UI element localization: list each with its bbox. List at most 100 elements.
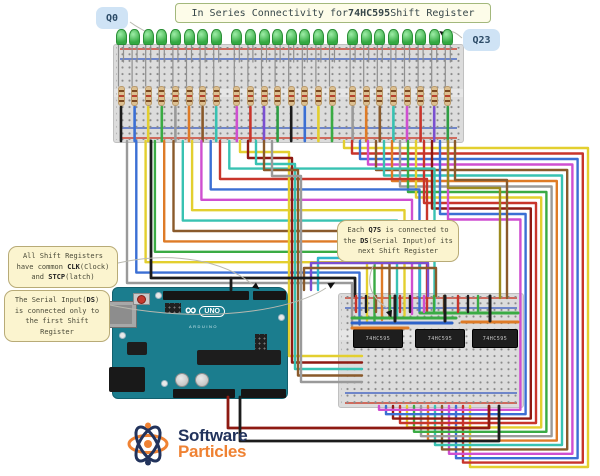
logo-word-particles: Particles (178, 442, 247, 461)
resistor (328, 86, 336, 106)
led (360, 29, 372, 45)
led (231, 29, 243, 45)
resistor (274, 86, 282, 106)
led (374, 29, 386, 45)
resistor (349, 86, 357, 106)
resistor (260, 86, 268, 106)
resistor (158, 86, 166, 106)
mounting-hole (155, 292, 162, 299)
title-banner: In Series Connectivity for 74HC595 Shift… (175, 3, 491, 23)
shift-register-ic-2: 74HC595 (415, 329, 465, 348)
led (299, 29, 311, 45)
voltage-regulator (127, 342, 147, 355)
software-particles-logo: Software Particles (126, 421, 248, 467)
wire (162, 139, 384, 322)
wire (238, 139, 364, 358)
led (415, 29, 427, 45)
note-daisy-chain: Each Q7S is connected to the DS(Serial I… (337, 220, 459, 262)
led (129, 29, 141, 45)
wire (246, 139, 364, 364)
power-header (173, 389, 235, 398)
resistor (171, 86, 179, 106)
led (285, 29, 297, 45)
power-jack (109, 367, 145, 392)
wire (342, 139, 590, 469)
led (156, 29, 168, 45)
resistor (444, 86, 452, 106)
led (401, 29, 413, 45)
logo-word-software: Software (178, 425, 248, 445)
mounting-hole (161, 380, 168, 387)
resistor (212, 86, 220, 106)
power-wire (226, 395, 491, 430)
resistor (287, 86, 295, 106)
leader-line (369, 263, 388, 309)
resistor (233, 86, 241, 106)
resistor (185, 86, 193, 106)
label-q23: Q23 (463, 29, 500, 51)
led (442, 29, 454, 45)
wire (377, 139, 522, 411)
ground-wire (238, 395, 501, 443)
wire (153, 139, 376, 323)
usb-port (105, 301, 137, 328)
ground-wire (149, 139, 357, 298)
resistor (430, 86, 438, 106)
wire (446, 139, 502, 300)
wire (398, 139, 553, 438)
wire (391, 139, 532, 420)
resistor (117, 86, 125, 106)
resistor (417, 86, 425, 106)
arrowhead-icon (327, 282, 336, 289)
reset-button (137, 295, 146, 304)
arduino-brand-text: ARDUINO (189, 324, 218, 329)
mounting-hole (278, 314, 285, 321)
icsp2-header (255, 334, 267, 350)
mounting-hole (119, 332, 126, 339)
wire (390, 139, 558, 442)
leader-line (109, 287, 327, 315)
resistor (131, 86, 139, 106)
digital-header-left (163, 291, 249, 300)
capacitor (175, 373, 189, 387)
resistor (246, 86, 254, 106)
led (387, 29, 399, 45)
title-part-number: 74HC595 (348, 7, 391, 19)
digital-header-right (253, 291, 286, 300)
analog-header (241, 389, 286, 398)
led (210, 29, 222, 45)
arduino-uno-board: ∞ UNO ARDUINO (105, 287, 288, 399)
resistor (301, 86, 309, 106)
resistor (199, 86, 207, 106)
resistor (389, 86, 397, 106)
led (272, 29, 284, 45)
led (169, 29, 181, 45)
resistor (144, 86, 152, 106)
resistor (362, 86, 370, 106)
note-serial-input: The Serial Input(DS) is connected only t… (4, 290, 110, 342)
wire (309, 261, 430, 298)
title-text: Shift Register (390, 7, 475, 19)
label-q0: Q0 (96, 7, 128, 29)
wire (262, 139, 364, 377)
wire (135, 139, 361, 326)
wire (398, 139, 538, 425)
arrowhead-icon (385, 309, 393, 318)
infinity-icon: ∞ (185, 302, 196, 319)
arduino-logo: ∞ UNO (185, 302, 225, 319)
arrowhead-icon (252, 282, 260, 290)
wire (172, 139, 391, 320)
led (312, 29, 324, 45)
led (197, 29, 209, 45)
wire (144, 139, 369, 325)
led (115, 29, 127, 45)
wire (125, 139, 354, 328)
resistor (314, 86, 322, 106)
led (326, 29, 338, 45)
atmega-chip (197, 350, 281, 365)
wire (254, 139, 364, 371)
icsp-header (165, 303, 181, 313)
logo-text: Software Particles (178, 425, 248, 461)
